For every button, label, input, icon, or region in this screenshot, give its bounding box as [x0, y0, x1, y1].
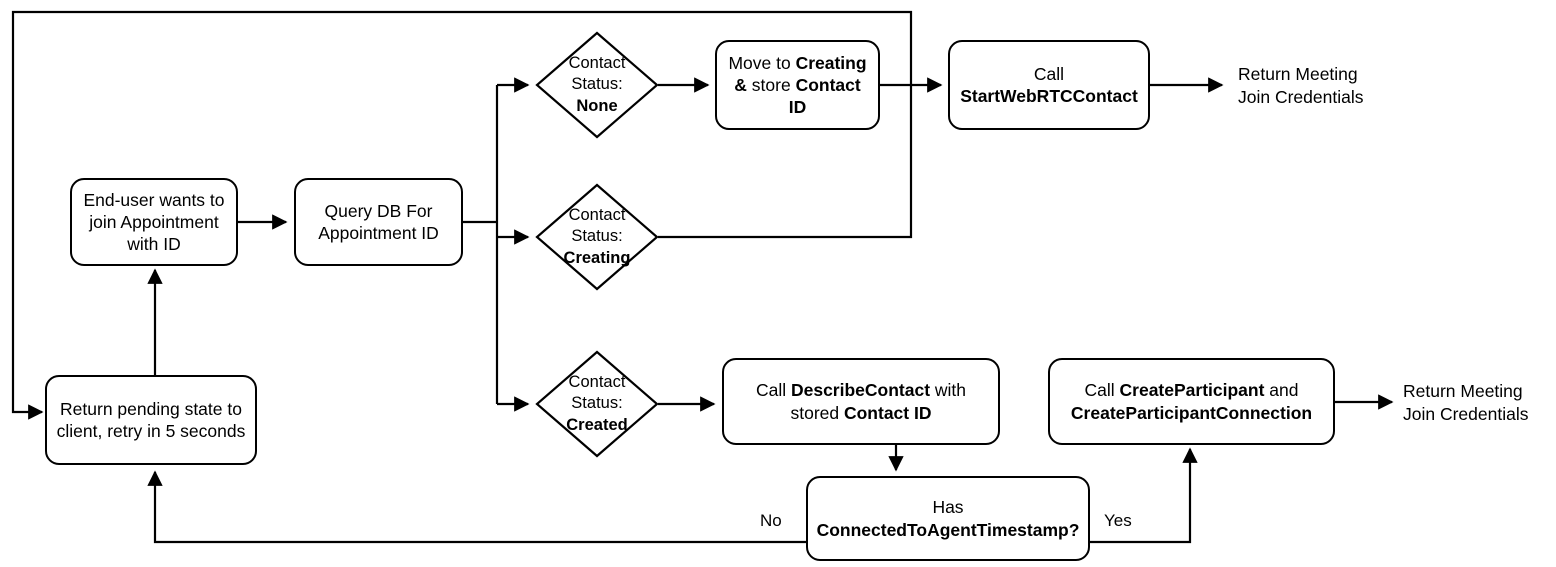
diamond-shape-none [535, 31, 659, 139]
node-return-pending-label: Return pending state to client, retry in… [56, 398, 246, 441]
text-return-meeting-credentials-top: Return Meeting Join Credentials [1238, 63, 1363, 109]
status-creating-line2: Status: [571, 227, 623, 246]
node-status-none[interactable]: Contact Status: None [535, 31, 659, 139]
node-call-startwebrtccontact[interactable]: Call StartWebRTCContact [948, 40, 1150, 130]
status-created-line1: Contact [568, 372, 626, 391]
node-move-to-creating-label: Move to Creating & store Contact ID [717, 52, 878, 118]
node-move-to-creating[interactable]: Move to Creating & store Contact ID [715, 40, 880, 130]
node-return-pending[interactable]: Return pending state to client, retry in… [45, 375, 257, 465]
return-top-line2: Join Credentials [1238, 86, 1364, 107]
node-status-created-label: Contact Status: Created [535, 350, 659, 458]
describe-line1-pre: Call [755, 380, 791, 401]
move-line1-pre: Move to [728, 52, 796, 73]
node-status-creating[interactable]: Contact Status: Creating [535, 183, 659, 291]
startwebrtc-line2: StartWebRTCContact [960, 86, 1138, 106]
node-status-creating-label: Contact Status: Creating [535, 183, 659, 291]
status-none-line1: Contact [568, 53, 626, 72]
move-line1-bold: Creating [795, 52, 867, 73]
node-call-startwebrtccontact-label: Call StartWebRTCContact [951, 63, 1147, 107]
status-creating-line1: Contact [568, 205, 626, 224]
node-has-connectedtoagenttimestamp-label: Has ConnectedToAgentTimestamp? [808, 496, 1089, 540]
move-line2-bold-a: & [734, 74, 747, 95]
edge-label-yes: Yes [1104, 511, 1132, 530]
node-end-user-join[interactable]: End-user wants to join Appointment with … [70, 178, 238, 266]
edge-has-no-to-pending [147, 470, 806, 544]
text-return-meeting-credentials-bottom: Return Meeting Join Credentials [1403, 380, 1528, 426]
node-status-created[interactable]: Contact Status: Created [535, 350, 659, 458]
describe-line1-post: with [930, 380, 967, 401]
describe-line1-bold: DescribeContact [790, 380, 931, 401]
startwebrtc-line1: Call [1033, 63, 1065, 84]
node-end-user-join-label: End-user wants to join Appointment with … [83, 189, 225, 255]
return-top-line1: Return Meeting [1238, 64, 1358, 84]
describe-line2-pre: stored [790, 402, 844, 423]
node-has-connectedtoagenttimestamp[interactable]: Has ConnectedToAgentTimestamp? [806, 476, 1090, 561]
has-line1: Has [932, 497, 964, 518]
status-none-line2: Status: [571, 75, 623, 94]
node-query-db[interactable]: Query DB For Appointment ID [294, 178, 463, 266]
node-query-db-label: Query DB For Appointment ID [318, 200, 439, 243]
status-none-line3: None [576, 96, 618, 115]
move-line2-mid: store [746, 74, 796, 95]
status-created-line2: Status: [571, 394, 623, 413]
node-call-describecontact-label: Call DescribeContact with stored Contact… [747, 379, 975, 423]
move-line2-bold-b: Contact ID [788, 74, 861, 118]
return-bottom-line2: Join Credentials [1403, 403, 1529, 424]
createpart-line1-bold: CreateParticipant [1119, 380, 1265, 401]
createpart-line1-post: and [1264, 380, 1299, 401]
describe-line2-bold: Contact ID [843, 402, 932, 423]
node-call-createparticipant[interactable]: Call CreateParticipant and CreatePartici… [1048, 358, 1335, 445]
status-created-line3: Created [566, 415, 628, 434]
return-bottom-line1: Return Meeting [1403, 381, 1523, 401]
node-status-none-label: Contact Status: None [535, 31, 659, 139]
has-line2: ConnectedToAgentTimestamp? [816, 519, 1080, 540]
node-call-describecontact[interactable]: Call DescribeContact with stored Contact… [722, 358, 1000, 445]
createpart-line2: CreateParticipantConnection [1070, 402, 1313, 423]
diamond-shape-created [535, 350, 659, 458]
diamond-shape-creating [535, 183, 659, 291]
node-call-createparticipant-label: Call CreateParticipant and CreatePartici… [1062, 379, 1321, 423]
status-creating-line3: Creating [563, 248, 631, 267]
createpart-line1-pre: Call [1084, 380, 1120, 401]
edge-label-no: No [760, 511, 782, 530]
